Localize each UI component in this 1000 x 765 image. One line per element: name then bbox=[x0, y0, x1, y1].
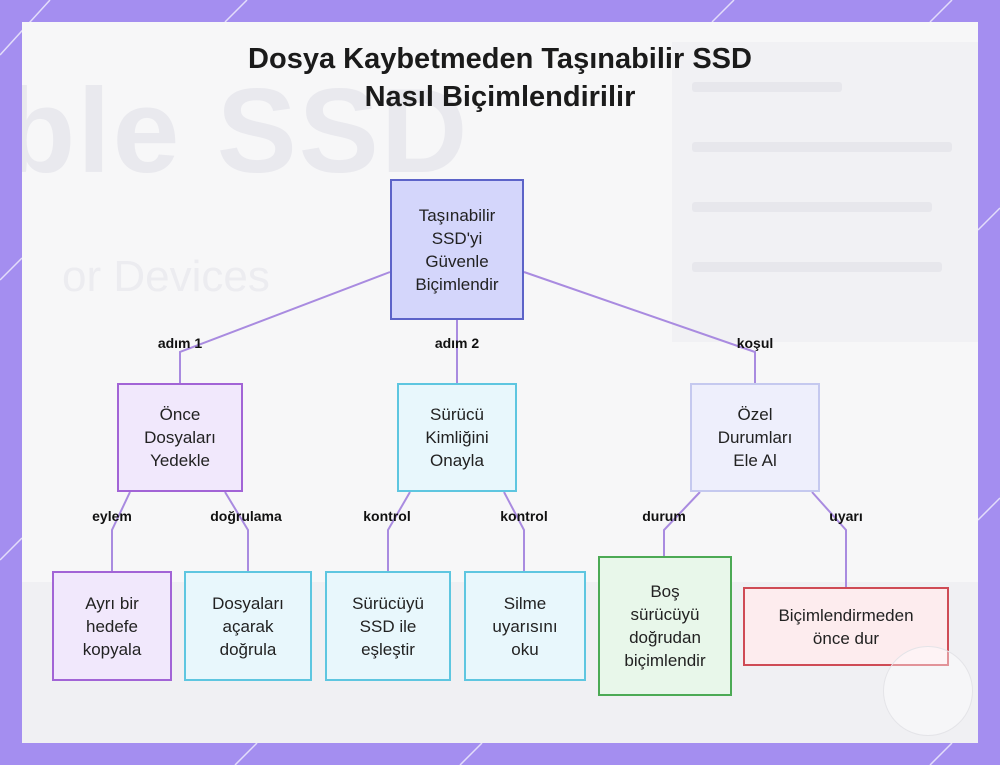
edge-label-action: eylem bbox=[92, 508, 132, 524]
node-format-empty-label: Boş sürücüyü doğrudan biçimlendir bbox=[624, 582, 706, 670]
background-row bbox=[692, 82, 842, 92]
node-match-ssd-label: Sürücüyü SSD ile eşleştir bbox=[352, 593, 424, 659]
edge-label-warning: uyarı bbox=[829, 508, 863, 524]
edge-special-stop bbox=[811, 491, 847, 587]
background-panel bbox=[672, 42, 978, 342]
edge-label-state: durum bbox=[642, 508, 686, 524]
edge-root-backup bbox=[179, 271, 391, 383]
background-row bbox=[692, 202, 932, 212]
node-root: Taşınabilir SSD'yi Güvenle Biçimlendir bbox=[390, 179, 524, 320]
edge-verify-match bbox=[387, 491, 411, 571]
background-row bbox=[692, 142, 952, 152]
title-line-1: Dosya Kaybetmeden Taşınabilir SSD bbox=[248, 43, 752, 75]
node-special-label: Özel Durumları Ele Al bbox=[717, 405, 793, 470]
background-text-large: ble SSD bbox=[22, 64, 470, 198]
node-special: Özel Durumları Ele Al bbox=[690, 383, 820, 492]
node-backup-label: Önce Dosyaları Yedekle bbox=[144, 405, 216, 470]
edge-special-format bbox=[663, 491, 701, 556]
node-verify-drive: Sürücü Kimliğini Onayla bbox=[397, 383, 517, 492]
edge-label-step2: adım 2 bbox=[434, 335, 480, 351]
node-format-empty: Boş sürücüyü doğrudan biçimlendir bbox=[598, 556, 732, 696]
node-open-verify-label: Dosyaları açarak doğrula bbox=[212, 593, 284, 659]
edge-label-check-2: kontrol bbox=[500, 508, 548, 524]
title-line-2: Nasıl Biçimlendirilir bbox=[364, 81, 636, 113]
node-read-warning-label: Silme uyarısını oku bbox=[492, 593, 558, 659]
edge-backup-open bbox=[224, 491, 249, 571]
background-text-sub: or Devices bbox=[62, 252, 270, 301]
edge-label-verification: doğrulama bbox=[210, 508, 282, 524]
node-copy-target: Ayrı bir hedefe kopyala bbox=[52, 571, 172, 681]
edge-backup-copy bbox=[111, 491, 131, 571]
node-root-label: Taşınabilir SSD'yi Güvenle Biçimlendir bbox=[415, 205, 499, 294]
edge-label-check-1: kontrol bbox=[363, 508, 411, 524]
node-copy-target-label: Ayrı bir hedefe kopyala bbox=[82, 593, 142, 659]
edge-verify-read bbox=[503, 491, 525, 571]
watermark-seal bbox=[883, 646, 973, 736]
edge-label-step1: adım 1 bbox=[157, 335, 203, 351]
node-stop-before-label: Biçimlendirmeden önce dur bbox=[778, 605, 914, 648]
edge-root-special bbox=[523, 271, 756, 383]
node-read-warning: Silme uyarısını oku bbox=[464, 571, 586, 681]
diagram-title: Dosya Kaybetmeden Taşınabilir SSD Nasıl … bbox=[0, 40, 1000, 116]
node-match-ssd: Sürücüyü SSD ile eşleştir bbox=[325, 571, 451, 681]
node-backup: Önce Dosyaları Yedekle bbox=[117, 383, 243, 492]
edge-label-condition: koşul bbox=[736, 335, 774, 351]
node-verify-drive-label: Sürücü Kimliğini Onayla bbox=[425, 405, 489, 470]
node-open-verify: Dosyaları açarak doğrula bbox=[184, 571, 312, 681]
background-row bbox=[692, 262, 942, 272]
